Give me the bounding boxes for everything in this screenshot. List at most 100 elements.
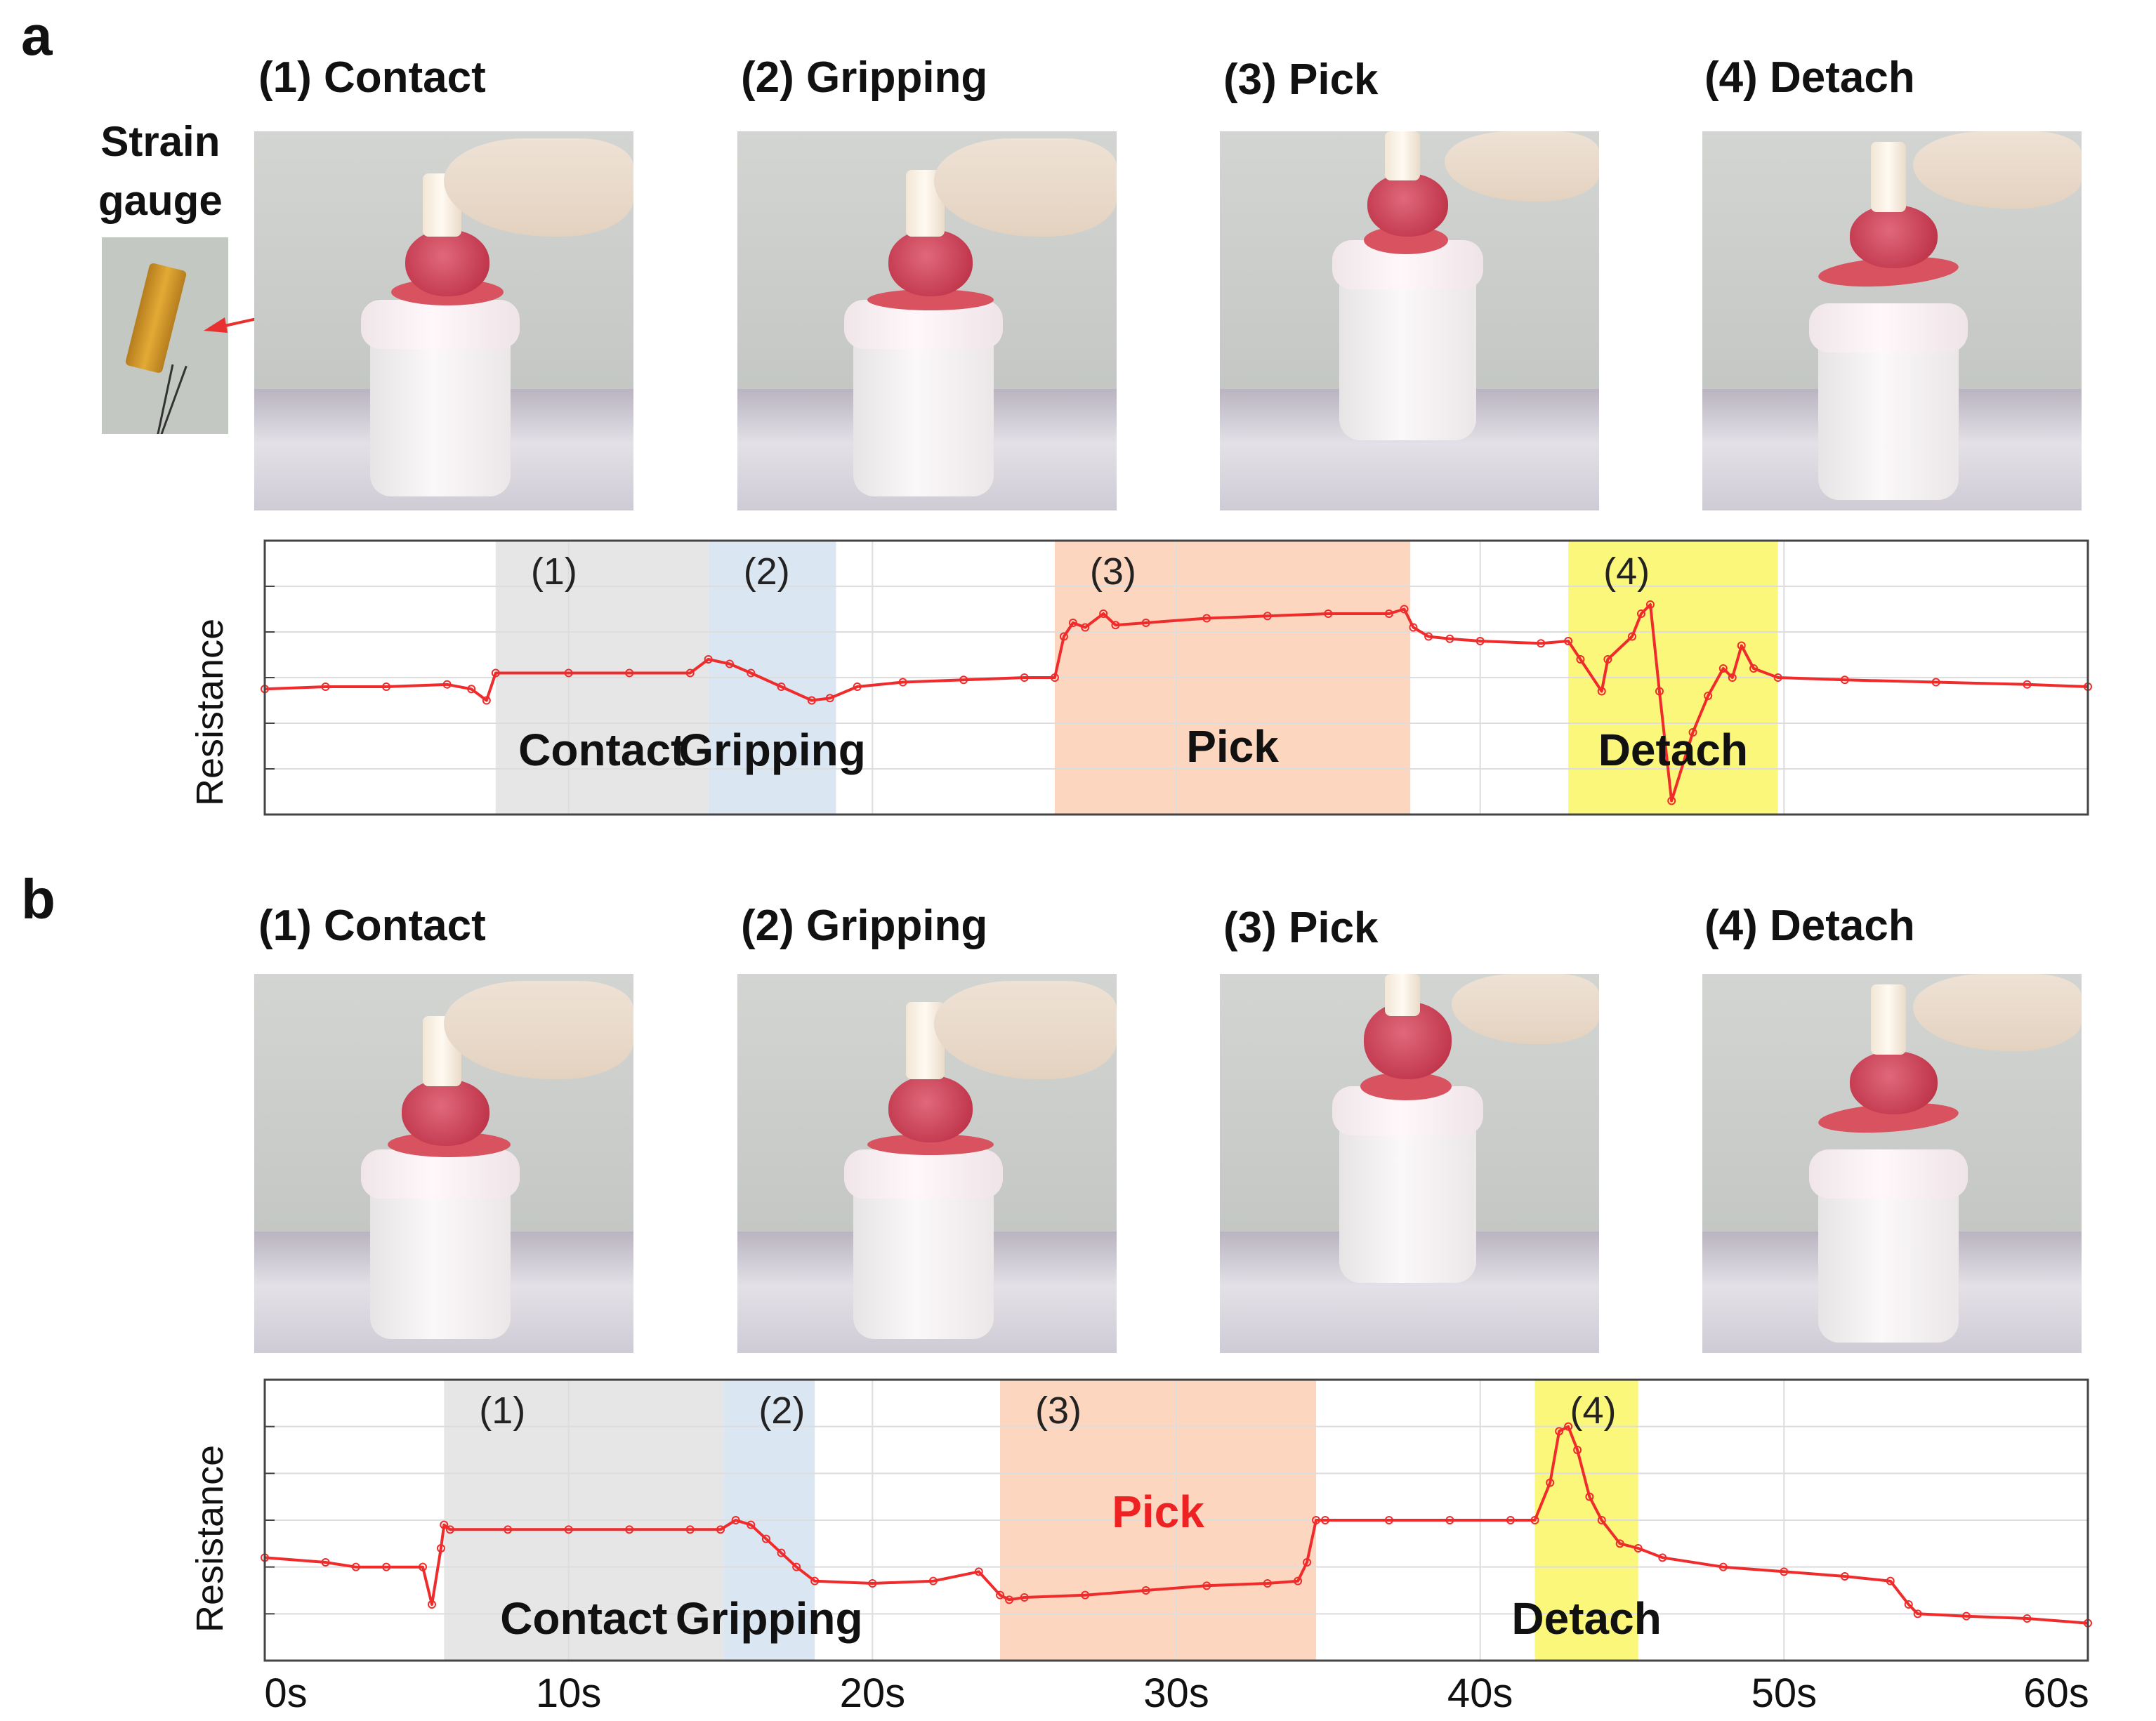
data-point	[807, 696, 816, 705]
data-point	[625, 668, 634, 678]
panel-a-title-contact: (1) Contact	[258, 53, 486, 102]
data-point	[1202, 1581, 1211, 1590]
data-point	[747, 668, 756, 678]
data-point	[564, 1525, 573, 1534]
data-point	[1081, 623, 1090, 632]
data-point	[1564, 1422, 1573, 1431]
data-point	[1655, 687, 1664, 696]
data-point	[382, 1562, 391, 1571]
panel-a-letter: a	[21, 4, 53, 67]
data-point	[974, 1567, 983, 1576]
panel-a-title-pick: (3) Pick	[1223, 55, 1379, 104]
data-point	[1628, 632, 1636, 641]
data-point	[1020, 673, 1029, 682]
panel-b-title-gripping: (2) Gripping	[741, 902, 988, 950]
data-point	[1840, 675, 1849, 685]
data-point	[351, 1562, 360, 1571]
data-point	[1718, 1562, 1728, 1571]
data-point	[1384, 609, 1393, 618]
data-point	[1099, 609, 1108, 618]
data-point	[868, 1579, 877, 1588]
data-point	[1904, 1600, 1913, 1609]
data-point	[716, 1525, 725, 1534]
region-label-detach: Detach	[1598, 725, 1748, 775]
data-point	[1718, 664, 1728, 673]
photo-b-detach	[1702, 974, 2082, 1353]
data-point	[1645, 600, 1655, 609]
data-point	[1005, 1595, 1014, 1604]
photo-b-gripping	[737, 974, 1117, 1353]
data-point	[1303, 1558, 1312, 1567]
data-point	[1050, 673, 1059, 682]
data-point	[1424, 632, 1433, 641]
data-point	[1312, 1516, 1321, 1524]
chart-b: (1)Contact(2)Gripping(3)Pick(4)Detach	[261, 1378, 2092, 1662]
data-point	[1384, 1516, 1393, 1524]
data-point	[1445, 634, 1454, 643]
data-point	[504, 1525, 513, 1534]
panel-b-letter: b	[21, 868, 55, 930]
data-point	[445, 1525, 454, 1534]
data-point	[1597, 687, 1606, 696]
region-number-pick: (3)	[1090, 550, 1136, 593]
data-point	[1737, 641, 1746, 650]
data-point	[1263, 1579, 1272, 1588]
region-number-contact: (1)	[531, 550, 577, 593]
photo-a-detach	[1702, 131, 2082, 510]
data-point	[1564, 637, 1573, 645]
data-point	[1780, 1567, 1789, 1576]
data-point	[564, 668, 573, 678]
data-point	[928, 1576, 938, 1585]
x-tick-label: 20s	[839, 1670, 906, 1716]
chart-a-ylabel: Resistance	[189, 618, 231, 806]
data-point	[1688, 728, 1697, 737]
x-tick-label: 40s	[1447, 1670, 1513, 1716]
data-point	[1141, 1586, 1150, 1595]
data-point	[1530, 1516, 1539, 1524]
data-point	[810, 1576, 820, 1585]
x-tick-label: 50s	[1751, 1670, 1818, 1716]
data-point	[959, 675, 968, 685]
resistance-trace	[264, 1425, 2089, 1625]
data-point	[418, 1562, 427, 1571]
data-point	[625, 1525, 634, 1534]
plot-frame	[263, 539, 2089, 816]
photo-b-contact	[254, 974, 633, 1353]
data-point	[1634, 1544, 1643, 1552]
data-point	[1773, 673, 1782, 682]
data-point	[1111, 621, 1120, 630]
data-point	[1573, 1446, 1582, 1454]
data-point	[1081, 1590, 1090, 1600]
data-point	[825, 694, 834, 703]
data-point	[1913, 1609, 1922, 1618]
photo-a-contact	[254, 131, 633, 510]
data-point	[382, 683, 391, 691]
region-label-pick: Pick	[1186, 721, 1279, 772]
region-label-pick: Pick	[1112, 1486, 1204, 1537]
x-tick-label: 60s	[2023, 1670, 2089, 1716]
data-point	[898, 678, 907, 687]
panel-a-title-gripping: (2) Gripping	[741, 53, 988, 102]
data-point	[2023, 1614, 2032, 1623]
chart-b-ylabel: Resistance	[189, 1444, 231, 1633]
photo-b-pick	[1220, 974, 1599, 1353]
region-number-detach: (4)	[1603, 550, 1650, 593]
data-point	[1615, 1539, 1624, 1548]
data-point	[1749, 664, 1759, 673]
data-point	[685, 1525, 695, 1534]
data-point	[427, 1600, 436, 1609]
data-point	[1321, 1516, 1330, 1524]
data-point	[725, 659, 734, 668]
data-point	[1324, 609, 1333, 618]
data-point	[1537, 639, 1546, 648]
photo-a-gripping	[737, 131, 1117, 510]
data-point	[1931, 678, 1940, 687]
region-number-gripping: (2)	[744, 550, 790, 593]
data-point	[777, 1548, 786, 1557]
data-point	[1658, 1553, 1667, 1562]
data-point	[1409, 623, 1418, 632]
data-point	[467, 685, 476, 694]
x-tick-label: 10s	[535, 1670, 602, 1716]
data-point	[1294, 1576, 1303, 1585]
data-point	[777, 683, 786, 691]
